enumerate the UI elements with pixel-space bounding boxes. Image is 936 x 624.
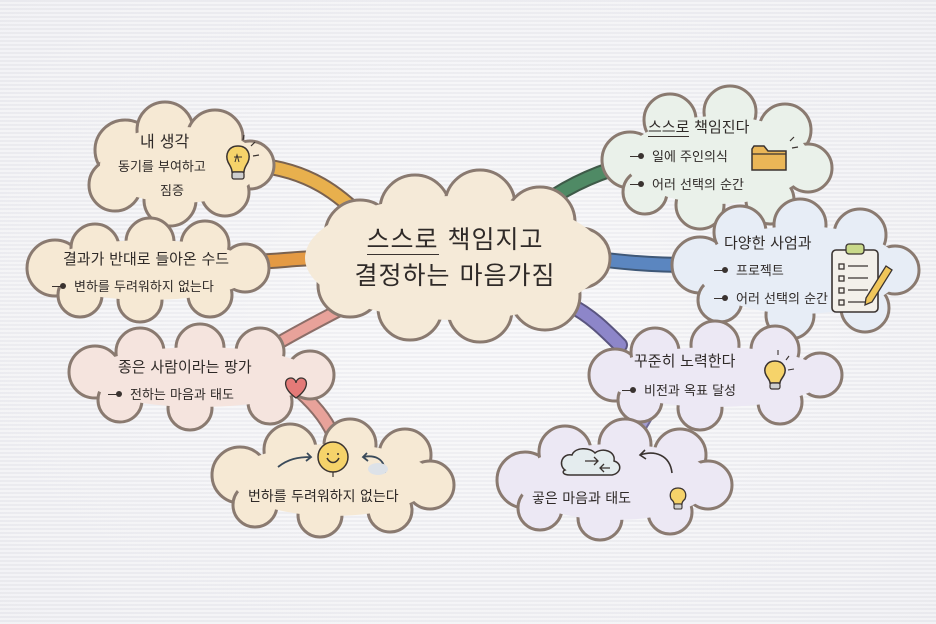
cloud-bubbles [25,84,921,542]
node-item: 전하는 마음과 태도 [108,384,234,403]
bullet-icon [108,390,124,398]
bullet-icon [622,386,638,394]
node-title-rest: 책임진다 [689,118,750,136]
node-line: 동기를 부여하고 [118,160,206,175]
heart-icon [284,377,308,399]
node-title: 번하를 두려워하지 없는다 [248,489,399,505]
node-item-text: 비전과 옥표 달성 [644,384,736,399]
node-item: 변하를 두려워하지 없는다 [52,276,214,295]
node-item-text: 어러 선택의 순간 [652,178,744,193]
bullet-icon [52,282,68,290]
node-line: 짐증 [160,184,184,199]
bullet-icon [714,294,730,302]
node-item-text: 일에 주인의식 [652,150,728,165]
lightbulb-icon [764,350,795,390]
node-title: 다양한 사엄과 [724,234,812,252]
bullet-icon [630,152,646,160]
center-topic[interactable]: 스스로 책임지고 결정하는 마음가짐 [340,222,570,294]
node-title: 스스로 책임진다 [648,116,749,137]
node-item: 프로젝트 [714,260,784,279]
node-item-text: 어러 선택의 순간 [736,292,828,307]
cloud-arrows-icon [560,448,673,476]
node-title: 종은 사람이라는 팡가 [118,358,252,376]
node-title-underlined: 스스로 [648,118,690,137]
node-title: 내 생각 [140,132,190,151]
smiley-sun-icon [277,441,388,477]
center-line2: 결정하는 마음가짐 [354,261,556,290]
node-title: 꾸준히 노력한다 [634,352,736,370]
bullet-icon [630,180,646,188]
clipboard-checklist-icon [831,243,893,313]
node-item-text: 프로젝트 [736,264,784,279]
center-underlined-word: 스스로 [366,225,439,255]
bullet-icon [714,266,730,274]
lightbulb-icon [669,487,687,510]
node-title: 곻은 마음과 태도 [532,491,632,507]
node-title: 결과가 반대로 들아온 수드 [63,250,230,268]
node-item: 어러 선택의 순간 [630,174,744,193]
folder-icon [751,136,799,171]
node-item-text: 변하를 두려워하지 없는다 [74,280,214,295]
node-item-text: 전하는 마음과 태도 [130,388,234,403]
center-line1: 책임지고 [438,225,544,254]
node-item: 비전과 옥표 달성 [622,380,736,399]
lightbulb-icon [226,134,260,180]
node-item: 어러 선택의 순간 [714,288,828,307]
node-item: 일에 주인의식 [630,146,728,165]
